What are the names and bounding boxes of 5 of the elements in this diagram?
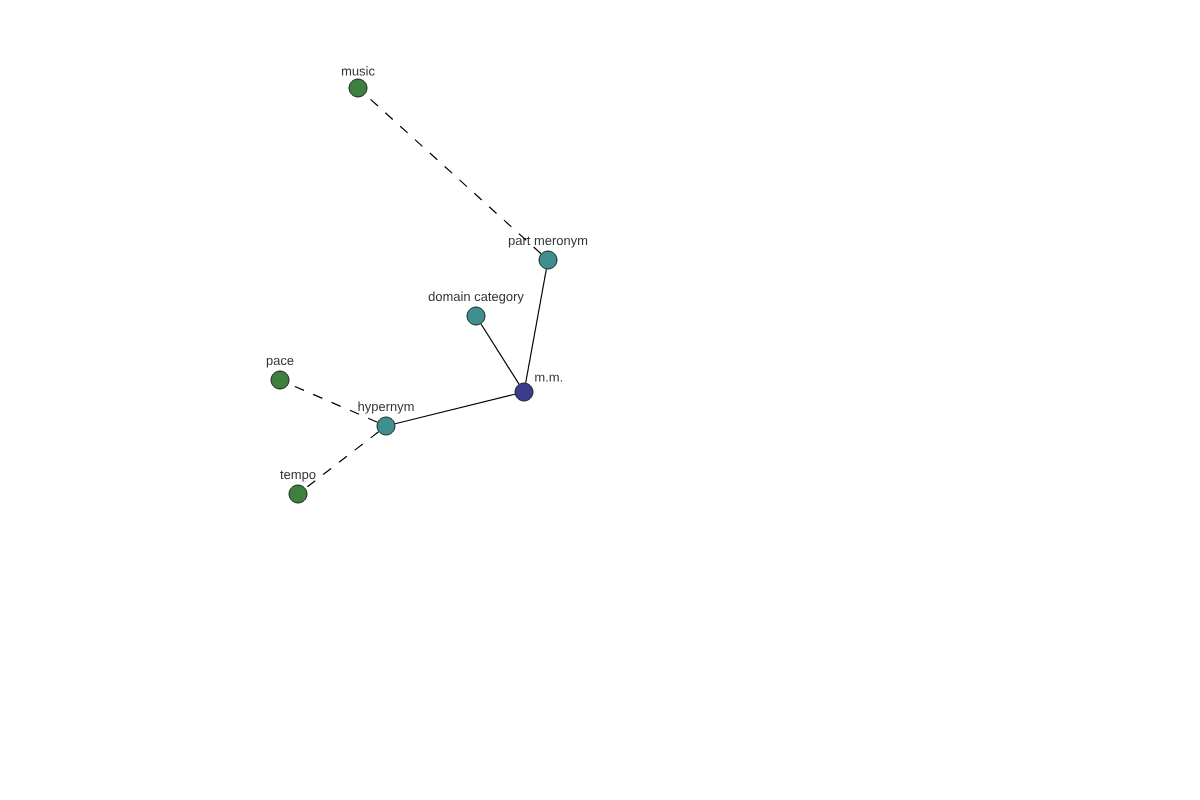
connector-line (480, 323, 520, 385)
connector-line (304, 431, 380, 489)
connector-line (525, 268, 547, 384)
connector-line (364, 93, 542, 255)
connector-line (394, 393, 516, 425)
